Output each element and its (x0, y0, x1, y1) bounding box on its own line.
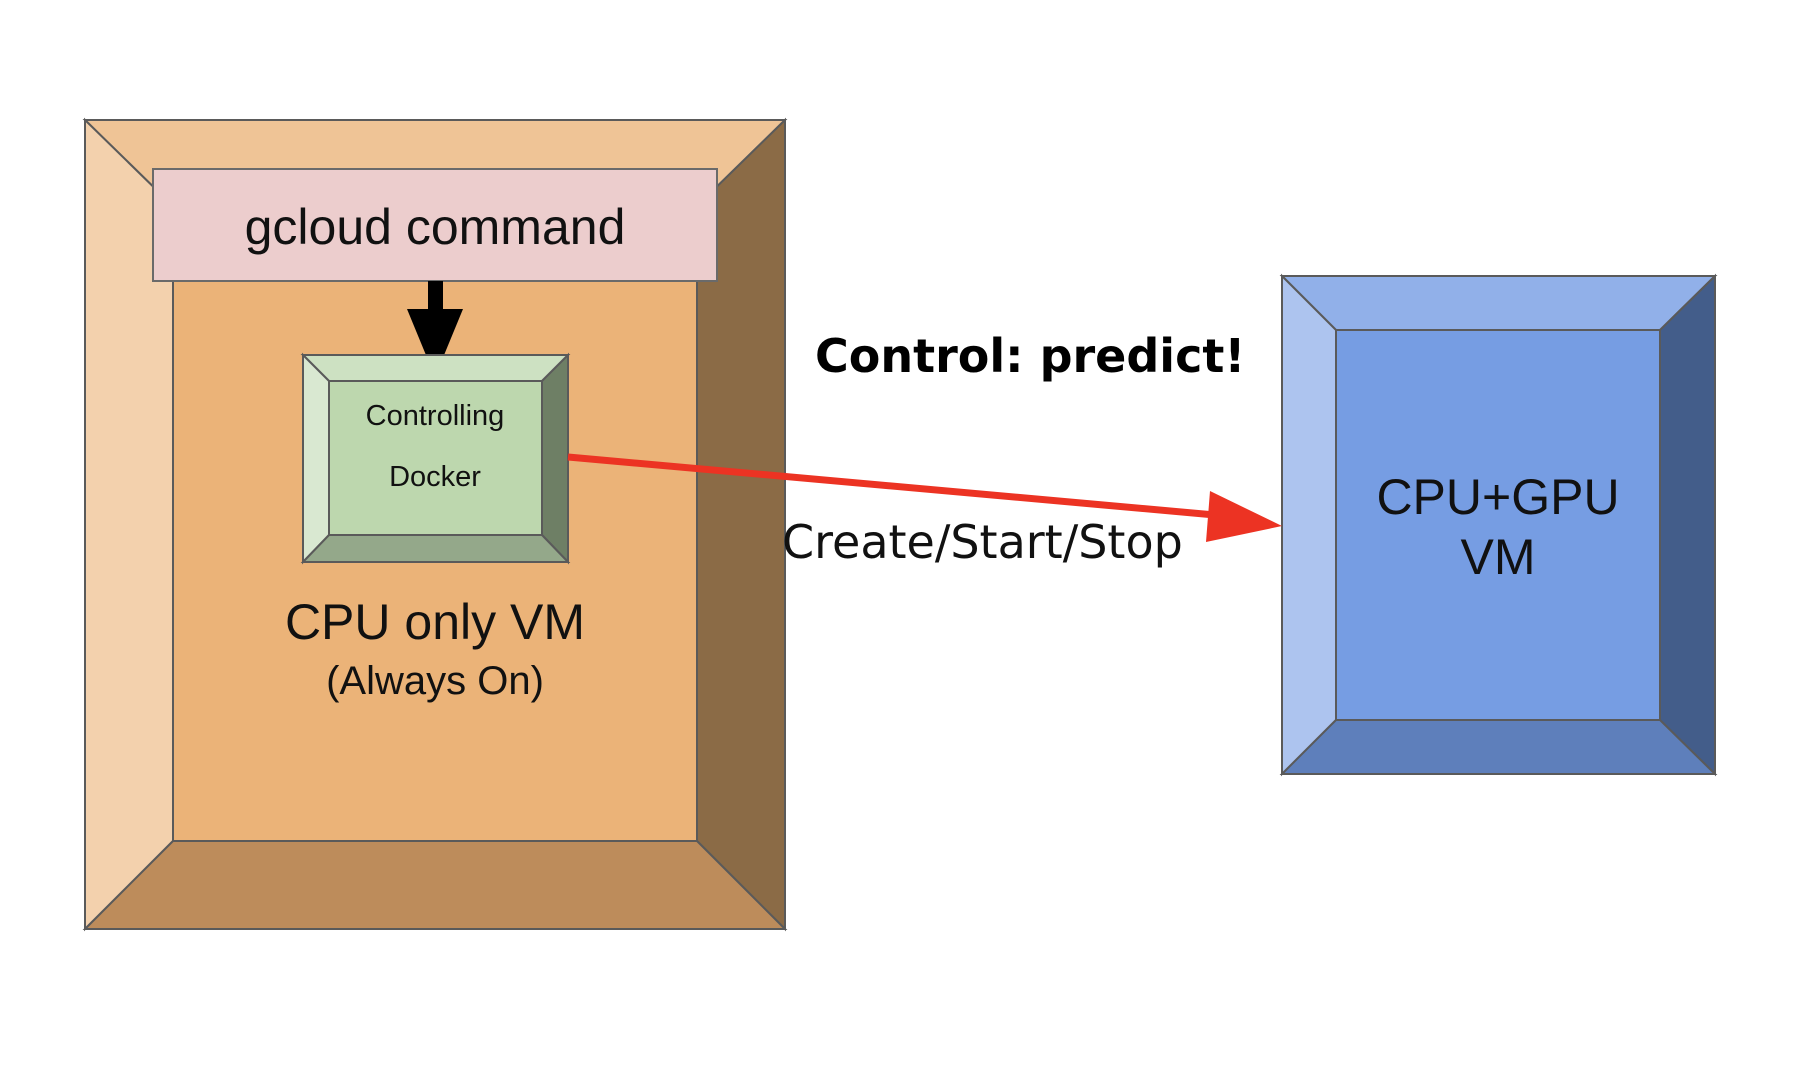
control-arrow-label: Create/Start/Stop (782, 515, 1183, 569)
gpu-vm-label-line2: VM (1461, 529, 1536, 585)
docker-bevel-bottom (300, 534, 571, 563)
control-arrow-shaft (567, 453, 1216, 519)
gpu-vm-bevel-left (1281, 273, 1337, 777)
gcloud-arrow-head (407, 309, 463, 377)
gpu-vm-bevel-bottom (1279, 719, 1718, 775)
gcloud-arrow-shaft (428, 281, 443, 311)
controlling-docker-box: Controlling Docker (300, 352, 571, 565)
gcloud-to-docker-arrow (407, 281, 463, 377)
docker-bevel-top (300, 354, 571, 382)
control-arrow (567, 453, 1282, 542)
gpu-vm-bevel-right (1659, 273, 1716, 777)
gpu-vm-face (1335, 329, 1661, 721)
gpu-vm-bevel-top (1279, 275, 1718, 331)
gcloud-command-box: gcloud command (152, 168, 718, 282)
gpu-vm-box: CPU+GPU VM (1279, 273, 1718, 777)
cpu-vm-sublabel: (Always On) (326, 659, 544, 703)
docker-label-line1: Controlling (366, 400, 505, 432)
diagram-title: Control: predict! (815, 329, 1245, 383)
cpu-vm-bevel-bottom (82, 840, 788, 930)
docker-label-line2: Docker (389, 461, 481, 493)
gpu-vm-label-line1: CPU+GPU (1376, 469, 1619, 525)
cpu-vm-label: CPU only VM (285, 594, 585, 650)
docker-bevel-right (541, 352, 569, 565)
docker-bevel-left (302, 352, 330, 565)
gcloud-command-rect (152, 168, 718, 282)
docker-face (328, 380, 543, 536)
gcloud-command-label: gcloud command (245, 199, 626, 255)
control-arrow-head (1206, 491, 1282, 542)
